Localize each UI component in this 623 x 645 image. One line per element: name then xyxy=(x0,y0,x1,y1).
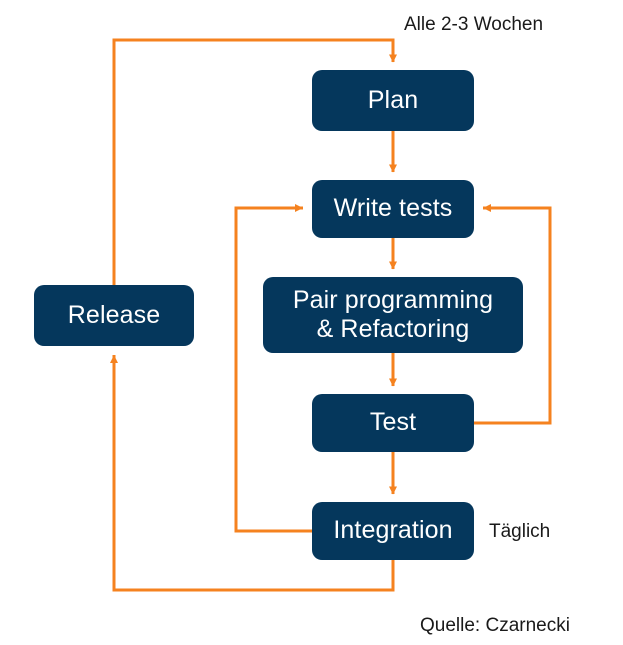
node-write-tests[interactable]: Write tests xyxy=(312,180,474,238)
node-pair-programming-refactoring[interactable]: Pair programming & Refactoring xyxy=(263,277,523,353)
node-plan[interactable]: Plan xyxy=(312,70,474,131)
caption-iteration-cadence: Alle 2-3 Wochen xyxy=(404,14,544,35)
node-test-label: Test xyxy=(369,408,417,437)
node-plan-label: Plan xyxy=(367,85,419,114)
node-integration-label: Integration xyxy=(333,516,453,545)
edge-integration-to-release xyxy=(110,355,395,592)
node-write-tests-label: Write tests xyxy=(333,194,453,223)
caption-source-attribution: Quelle: Czarnecki xyxy=(420,615,570,636)
node-integration[interactable]: Integration xyxy=(312,502,474,560)
edge-release-to-plan xyxy=(112,38,397,285)
node-pair-programming-refactoring-label: Pair programming & Refactoring xyxy=(292,285,494,344)
edge-integration-to-write-tests xyxy=(234,204,312,533)
node-release-label: Release xyxy=(67,300,161,329)
node-release[interactable]: Release xyxy=(34,285,194,346)
edge-test-to-write-tests xyxy=(474,204,552,425)
caption-daily-cadence: Täglich xyxy=(489,521,551,542)
node-test[interactable]: Test xyxy=(312,394,474,452)
